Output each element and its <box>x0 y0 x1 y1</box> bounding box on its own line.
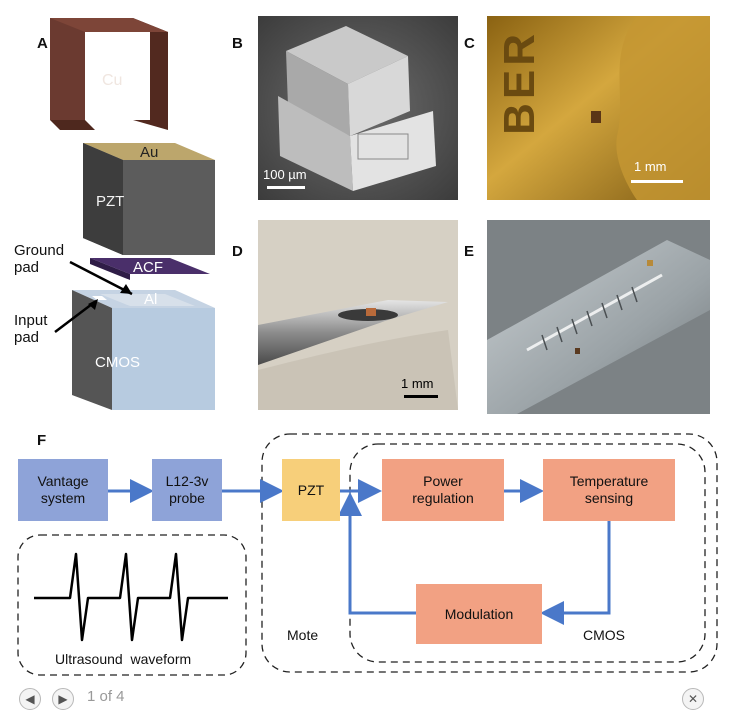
panel-label-b: B <box>232 35 243 52</box>
mote-boundary <box>261 433 718 673</box>
panel-label-a: A <box>37 35 48 52</box>
cmos-front <box>72 290 112 410</box>
cu-layer-top <box>50 18 168 32</box>
panel-label-f: F <box>37 432 47 449</box>
input-pad-arrowhead <box>88 299 98 310</box>
coin-letters: BER <box>495 30 544 135</box>
cmos-right <box>112 308 215 410</box>
coin-photo <box>487 16 710 200</box>
ground-pad-arrowhead <box>120 284 132 294</box>
ultrasound-waveform <box>34 552 228 642</box>
cu-label: Cu <box>102 72 123 89</box>
waveform-label: Ultrasound waveform <box>55 651 192 667</box>
panel-label-c: C <box>464 35 475 52</box>
scale-bar-100um <box>267 186 305 189</box>
scale-bar-1mm-c <box>631 180 683 183</box>
pzt-cube <box>123 160 215 255</box>
vantage-system-box: Vantage system <box>18 459 108 521</box>
acf-layer-edge <box>90 258 130 280</box>
cu-layer-flap <box>50 120 95 130</box>
pzt-side <box>83 143 123 255</box>
ground-pad-label: Ground pad <box>14 242 65 276</box>
probe-box: L12-3v probe <box>152 459 222 521</box>
pzt-label: PZT <box>96 193 125 210</box>
acf-label: ACF <box>133 259 163 276</box>
input-pad-notch <box>92 296 107 300</box>
arrow-left-icon: ◀ <box>25 692 35 706</box>
panel-label-d: D <box>232 243 243 260</box>
close-button[interactable]: ✕ <box>682 688 704 710</box>
scale-label-100um: 100 µm <box>263 167 307 182</box>
sem-image <box>258 16 458 200</box>
ground-pad-arrow <box>69 260 133 296</box>
page-counter: 1 of 4 <box>87 688 125 705</box>
block-diagram-connectors <box>17 433 718 676</box>
cmos-label: CMOS <box>95 354 140 371</box>
syringe-photo <box>487 220 710 414</box>
arrow-right-icon: ▶ <box>58 692 68 706</box>
power-regulation-box: Power regulation <box>382 459 504 521</box>
scale-label-1mm-d: 1 mm <box>401 376 434 391</box>
waveform-boundary <box>17 534 247 676</box>
modulation-box: Modulation <box>416 584 542 644</box>
cu-layer-inner <box>85 32 150 120</box>
input-pad-arrow <box>54 300 97 333</box>
scale-bar-1mm-d <box>404 395 438 398</box>
temperature-sensing-box: Temperature sensing <box>543 459 675 521</box>
scale-label-1mm-c: 1 mm <box>634 159 667 174</box>
al-label: Al <box>144 291 158 308</box>
au-layer <box>83 143 215 160</box>
close-icon: ✕ <box>687 692 699 706</box>
input-pad-label: Input pad <box>14 312 48 346</box>
pzt-box: PZT <box>282 459 340 521</box>
panel-label-e: E <box>464 243 475 260</box>
exploded-device-diagram <box>50 18 215 410</box>
previous-button[interactable]: ◀ <box>19 688 41 710</box>
next-button[interactable]: ▶ <box>52 688 74 710</box>
cmos-block-label: CMOS <box>583 627 625 643</box>
al-pad <box>100 294 195 306</box>
au-label: Au <box>140 144 159 161</box>
needle-photo <box>258 220 458 410</box>
mote-label: Mote <box>287 627 319 643</box>
